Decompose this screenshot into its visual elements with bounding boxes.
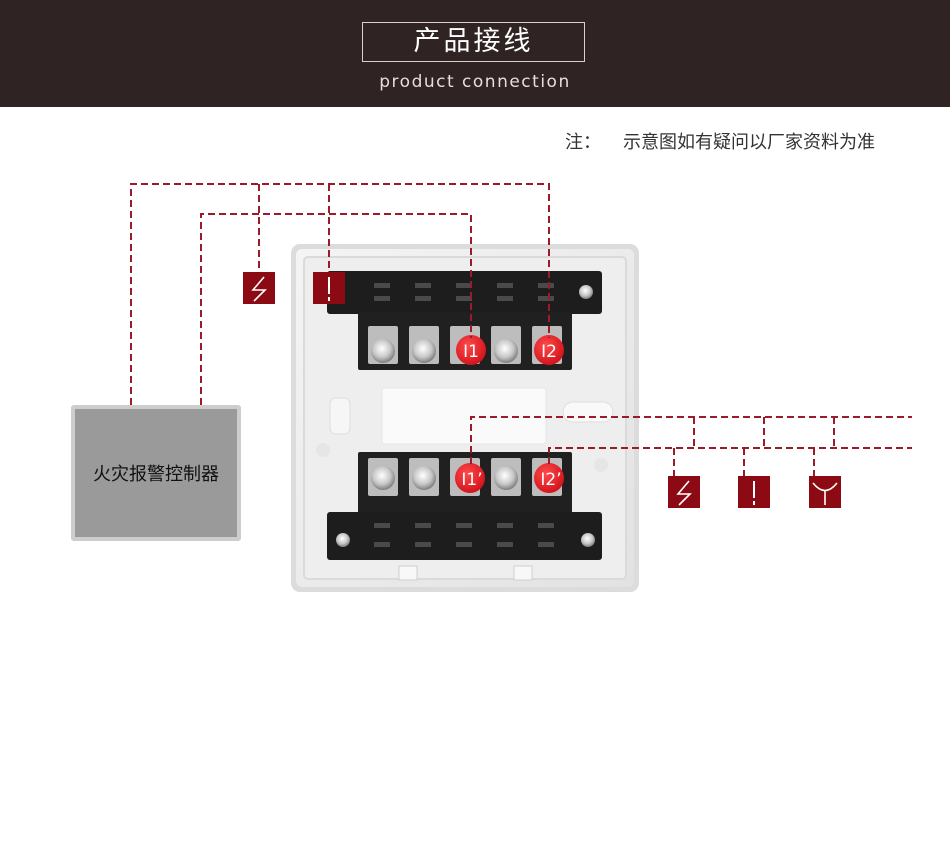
wiring-left xyxy=(130,183,550,405)
terminal-label-i1-prime: I1’ xyxy=(461,470,482,490)
terminal-screw xyxy=(491,458,521,496)
terminal-strip-bottom: I1’ I2’ xyxy=(327,452,602,560)
terminal-strip-top: I1 I2 xyxy=(327,271,602,370)
wiring-right xyxy=(470,416,912,476)
power-icon xyxy=(668,476,700,508)
horn-icon xyxy=(809,476,841,508)
page-title: 产品接线 xyxy=(362,22,585,62)
terminal-i2-prime: I2’ xyxy=(532,458,564,496)
terminal-i2: I2 xyxy=(532,326,564,365)
note-text: 示意图如有疑问以厂家资料为准 xyxy=(623,132,875,153)
disclaimer-note: 注： 示意图如有疑问以厂家资料为准 xyxy=(565,128,875,154)
controller-label: 火灾报警控制器 xyxy=(93,464,219,485)
terminal-label-i1: I1 xyxy=(463,342,479,362)
terminal-i1-prime: I1’ xyxy=(450,458,485,496)
header-banner: 产品接线 product connection xyxy=(0,0,950,107)
page-subtitle: product connection xyxy=(379,72,571,92)
power-icon xyxy=(243,272,275,304)
terminal-label-i2-prime: I2’ xyxy=(540,470,561,490)
note-prefix: 注： xyxy=(565,132,601,153)
fire-alarm-controller: 火灾报警控制器 xyxy=(71,405,241,541)
alarm-icon xyxy=(738,476,770,508)
terminal-label-i2: I2 xyxy=(541,342,557,362)
terminal-i1: I1 xyxy=(450,326,486,365)
alarm-icon xyxy=(313,272,345,304)
terminal-screw xyxy=(368,458,398,496)
terminal-screw xyxy=(409,326,439,364)
terminal-screw xyxy=(491,326,521,364)
terminal-screw xyxy=(368,326,398,364)
terminal-screw xyxy=(409,458,439,496)
